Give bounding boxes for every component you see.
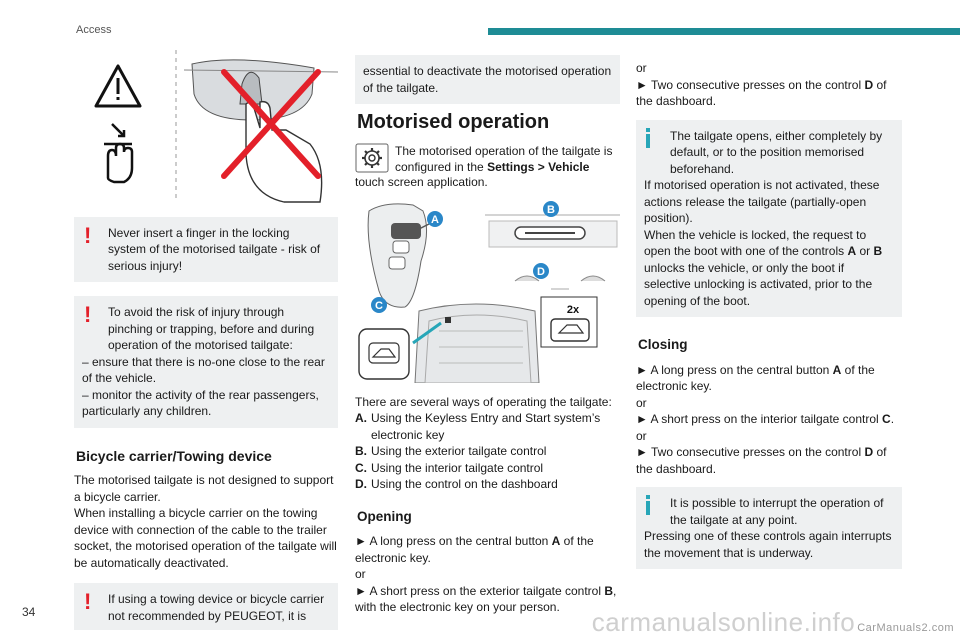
settings-path: Settings > Vehicle — [487, 160, 590, 174]
list-text: Using the control on the dashboard — [371, 477, 558, 491]
exclamation-icon: ! — [84, 302, 92, 327]
page-number: 34 — [22, 605, 36, 619]
settings-text: The motorised operation of the tailgate … — [395, 143, 613, 175]
ways-list: A. Using the Keyless Entry and Start sys… — [355, 410, 620, 493]
list-item: D. Using the control on the dashboard — [355, 476, 620, 493]
info-box-opening: The tailgate opens, either completely by… — [636, 119, 902, 317]
exterior-control-drawing — [485, 214, 620, 248]
badge-c: C — [371, 297, 387, 313]
interior-tailgate-drawing — [412, 303, 540, 384]
dashboard-2x-panel: 2x — [540, 296, 598, 348]
instruction: ► A short press on the exterior tailgate… — [355, 583, 617, 615]
list-text: Using the interior tailgate control — [371, 460, 544, 475]
paragraph: When installing a bicycle carrier on the… — [74, 506, 337, 570]
heading-motorised-operation: Motorised operation — [357, 111, 550, 133]
svg-text:C: C — [375, 300, 383, 312]
section-title: Access — [76, 24, 112, 36]
key-fob-drawing — [367, 203, 432, 308]
warning-box-towing-start: ! If using a towing device or bicycle ca… — [74, 583, 338, 630]
warning-text: If using a towing device or bicycle carr… — [108, 592, 325, 623]
info-icon — [646, 127, 650, 148]
heading-bicycle-carrier: Bicycle carrier/Towing device — [76, 447, 272, 464]
info-text: When the vehicle is locked, the request … — [644, 227, 883, 308]
instruction: ► A short press on the interior tailgate… — [636, 412, 895, 426]
list-label: D. — [355, 477, 367, 491]
info-text: If motorised operation is not activated,… — [644, 178, 880, 225]
warning-triangle-icon — [94, 64, 142, 108]
column-1: ! Never insert a finger in the locking s… — [74, 44, 339, 644]
or-text: or — [636, 395, 647, 410]
list-text: Using the exterior tailgate control — [371, 444, 547, 458]
warning-text: Never insert a finger in the locking sys… — [108, 225, 321, 273]
or-text: or — [636, 428, 647, 443]
warning-box-finger: ! Never insert a finger in the locking s… — [74, 216, 338, 282]
header-accent-bar — [488, 28, 960, 35]
list-text: Using the Keyless Entry and Start system… — [371, 411, 601, 442]
warning-list-item: – monitor the activity of the rear passe… — [82, 387, 319, 419]
warning-text: essential to deactivate the motorised op… — [363, 64, 612, 95]
instruction: ► Two consecutive presses on the control… — [636, 77, 887, 109]
tailgate-lock-drawing — [183, 59, 339, 203]
exclamation-icon: ! — [84, 222, 92, 248]
list-item: C. Using the interior tailgate control — [355, 460, 620, 477]
instruction: ► A long press on the central button A o… — [636, 362, 875, 394]
svg-text:2x: 2x — [567, 304, 580, 316]
warning-box-towing-end: essential to deactivate the motorised op… — [355, 55, 620, 104]
warning-list-item: – ensure that there is no-one close to t… — [82, 354, 325, 386]
settings-note: The motorised operation of the tailgate … — [355, 143, 620, 176]
hand-press-icon — [104, 123, 134, 184]
badge-a: A — [427, 211, 443, 227]
column-3: or ► Two consecutive presses on the cont… — [636, 60, 902, 583]
list-label: C. — [355, 460, 367, 475]
info-box-interrupt: It is possible to interrupt the operatio… — [636, 487, 902, 569]
list-item: B. Using the exterior tailgate control — [355, 443, 620, 460]
svg-text:B: B — [547, 204, 555, 216]
warning-text: To avoid the risk of injury through pinc… — [108, 305, 315, 352]
or-text: or — [636, 61, 647, 75]
interior-button-drawing — [358, 328, 410, 380]
svg-text:A: A — [431, 214, 439, 226]
instruction: ► Two consecutive presses on the control… — [636, 445, 887, 476]
list-label: A. — [355, 411, 367, 425]
svg-text:D: D — [537, 266, 545, 278]
warning-box-pinching: ! To avoid the risk of injury through pi… — [74, 296, 338, 428]
or-text: or — [355, 567, 366, 581]
paragraph: The motorised tailgate is not designed t… — [74, 473, 334, 504]
gear-icon — [355, 143, 389, 172]
info-text: Pressing one of these controls again int… — [644, 529, 892, 560]
badge-d: D — [533, 263, 549, 279]
info-text: It is possible to interrupt the operatio… — [670, 496, 884, 527]
badge-b: B — [543, 201, 559, 217]
ways-intro: There are several ways of operating the … — [355, 394, 612, 409]
instruction: ► A long press on the central button A o… — [355, 534, 594, 565]
info-text: The tailgate opens, either completely by… — [670, 128, 883, 176]
list-item: A. Using the Keyless Entry and Start sys… — [355, 410, 620, 443]
tailgate-controls-figure: A B D 2x — [358, 201, 620, 384]
heading-closing: Closing — [638, 337, 688, 352]
info-icon — [646, 495, 650, 515]
dashboard-control-drawing — [514, 275, 606, 290]
column-2: essential to deactivate the motorised op… — [355, 55, 620, 621]
list-label: B. — [355, 444, 367, 458]
exclamation-icon: ! — [84, 589, 92, 614]
finger-warning-illustration — [94, 50, 339, 203]
heading-opening: Opening — [357, 508, 412, 524]
settings-text-end: touch screen application. — [355, 174, 488, 189]
